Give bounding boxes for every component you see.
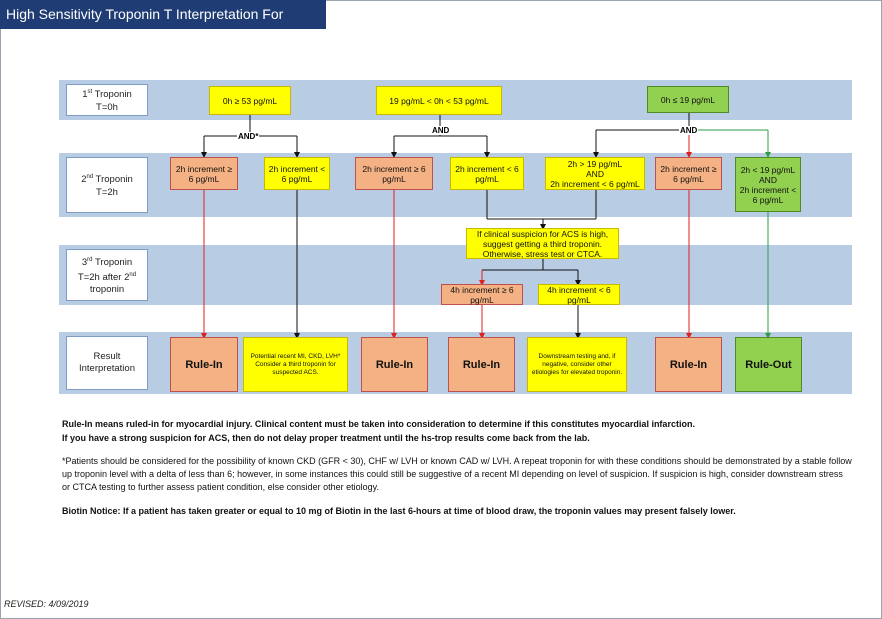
note-asterisk: *Patients should be considered for the p… (62, 456, 852, 492)
note-rule-in-1: Rule-In means ruled-in for myocardial in… (62, 419, 695, 429)
result-rule-in-1: Rule-In (170, 337, 238, 392)
revised-date: REVISED: 4/09/2019 (4, 599, 89, 609)
second-box-4: 2h increment < 6 pg/mL (450, 157, 524, 190)
suspicion-box: If clinical suspicion for ACS is high, s… (466, 228, 619, 259)
first-box-low: 0h ≤ 19 pg/mL (647, 86, 729, 113)
and-label-3: AND (679, 126, 699, 135)
third-box-1: 4h increment ≥ 6 pg/mL (441, 284, 523, 305)
second-box-6: 2h increment ≥ 6 pg/mL (655, 157, 722, 190)
first-box-high: 0h ≥ 53 pg/mL (209, 86, 291, 115)
and-label-1: AND* (237, 132, 260, 141)
result-rule-in-3: Rule-In (448, 337, 515, 392)
result-rule-in-2: Rule-In (361, 337, 428, 392)
result-rule-in-4: Rule-In (655, 337, 722, 392)
second-box-1: 2h increment ≥ 6 pg/mL (170, 157, 238, 190)
third-box-2: 4h increment < 6 pg/mL (538, 284, 620, 305)
first-box-mid: 19 pg/mL < 0h < 53 pg/mL (376, 86, 502, 115)
second-box-3: 2h increment ≥ 6 pg/mL (355, 157, 433, 190)
result-downstream-testing: Downstream testing and, if negative, con… (527, 337, 627, 392)
second-box-2: 2h increment < 6 pg/mL (264, 157, 330, 190)
result-rule-out: Rule-Out (735, 337, 802, 392)
page-title: High Sensitivity Troponin T Interpretati… (0, 0, 326, 51)
result-potential-mi: Potential recent MI, CKD, LVH* Consider … (243, 337, 348, 392)
note-biotin: Biotin Notice: If a patient has taken gr… (62, 506, 736, 516)
note-rule-in-2: If you have a strong suspicion for ACS, … (62, 433, 590, 443)
and-label-2: AND (431, 126, 451, 135)
